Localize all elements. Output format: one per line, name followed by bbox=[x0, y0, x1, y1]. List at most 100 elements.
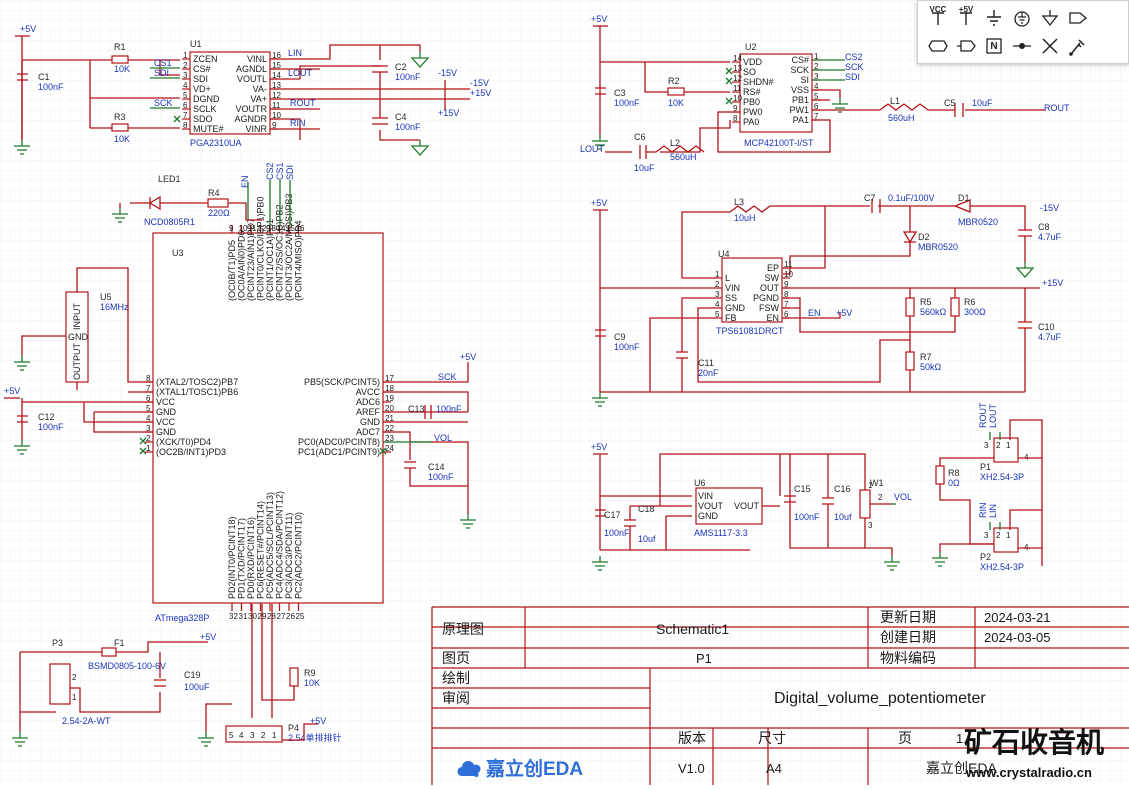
pin-name: PC5(ADC5/SCL/PCINT13) bbox=[265, 492, 275, 599]
netlabel-tool[interactable]: N bbox=[982, 35, 1006, 57]
p4-pin-5: 5 bbox=[229, 731, 234, 740]
p1-body[interactable] bbox=[993, 437, 1019, 463]
p4-body[interactable] bbox=[225, 725, 283, 743]
pin-name: DGND bbox=[193, 94, 220, 104]
earth-ground-tool[interactable] bbox=[1010, 7, 1034, 29]
net-rout-u2: ROUT bbox=[1044, 103, 1070, 113]
net-sck-u3: SCK bbox=[438, 372, 457, 382]
earth-ground-icon bbox=[1014, 11, 1030, 27]
u1-body[interactable] bbox=[189, 51, 271, 135]
pin-name: FSW bbox=[759, 303, 780, 313]
tb-schematic-name[interactable]: Schematic1 bbox=[656, 621, 729, 637]
net-p5v-p4: +5V bbox=[310, 716, 326, 726]
netlabel-icon bbox=[986, 38, 1002, 54]
w1-body[interactable] bbox=[859, 489, 871, 519]
junction-tool[interactable] bbox=[1010, 35, 1034, 57]
pin-name: SO bbox=[743, 67, 756, 77]
r4-ref: R4 bbox=[208, 188, 220, 198]
pin-number: 20 bbox=[385, 404, 394, 413]
u2-ref: U2 bbox=[745, 42, 757, 52]
tb-created-date: 2024-03-05 bbox=[984, 630, 1051, 645]
c10-ref: C10 bbox=[1038, 322, 1055, 332]
u2-body[interactable] bbox=[739, 53, 813, 133]
tb-updated-label: 更新日期 bbox=[880, 609, 936, 625]
c19-ref: C19 bbox=[184, 670, 201, 680]
tb-version-value: V1.0 bbox=[678, 761, 705, 776]
p2-pin-3: 3 bbox=[984, 531, 989, 540]
p4-pin-2: 2 bbox=[261, 731, 266, 740]
pin-number: 18 bbox=[385, 384, 394, 393]
pin-number: 5 bbox=[715, 310, 720, 319]
p3-pin-1: 1 bbox=[72, 693, 77, 702]
net-lin-p2: LIN bbox=[988, 504, 998, 518]
c5-ref: C5 bbox=[944, 98, 956, 108]
net-port-bidir-tool[interactable] bbox=[926, 35, 950, 57]
u3-top-pins: (OC0B/T1)PD59(OC0A/AIN0)PD610(PCINT23/AI… bbox=[227, 193, 305, 301]
u6-body[interactable] bbox=[695, 487, 763, 525]
pin-name: RS# bbox=[743, 87, 761, 97]
pin-number: 13 bbox=[733, 64, 742, 73]
c2-value: 100nF bbox=[395, 72, 421, 82]
p4-pin-1: 1 bbox=[272, 731, 277, 740]
tool-label: VCC bbox=[929, 5, 947, 14]
p3-value: 2.54-2A-WT bbox=[62, 716, 111, 726]
l2-ref: L2 bbox=[670, 138, 680, 148]
pin-name: SHDN# bbox=[743, 77, 774, 87]
plus5v-symbol-tool[interactable]: +5V bbox=[954, 5, 978, 29]
pin-number: 1 bbox=[814, 52, 819, 61]
net-rin: RIN bbox=[290, 118, 306, 128]
net-flag-tool[interactable] bbox=[954, 35, 978, 57]
pin-number: 13 bbox=[272, 81, 281, 90]
p2-ref: P2 bbox=[980, 552, 991, 562]
c6-value: 10uF bbox=[634, 163, 655, 173]
pin-number: 4 bbox=[183, 81, 188, 90]
net-port-tool[interactable] bbox=[1066, 7, 1090, 29]
u3-right-pins: 17PB5(SCK/PCINT5)18AVCC19ADC620AREF21GND… bbox=[298, 374, 394, 457]
pin-name: PD0(RXD/PCINT16) bbox=[246, 517, 256, 599]
u6-ref: U6 bbox=[694, 478, 706, 488]
c13-value: 100nF bbox=[436, 404, 462, 414]
p3-body[interactable] bbox=[49, 663, 71, 705]
p2-body[interactable] bbox=[993, 527, 1019, 553]
signal-ground-tool[interactable] bbox=[1038, 7, 1062, 29]
ground-symbol-tool[interactable] bbox=[982, 7, 1006, 29]
c7-value: 0.1uF/100V bbox=[888, 193, 935, 203]
net-p5v-u4: +5V bbox=[591, 198, 607, 208]
pin-number: 11 bbox=[733, 84, 742, 93]
u3-body[interactable] bbox=[152, 232, 384, 604]
pin-number: 4 bbox=[146, 414, 151, 423]
vcc-symbol-tool[interactable]: VCC bbox=[926, 5, 950, 29]
c5-value: 10uF bbox=[972, 98, 993, 108]
pin-number: 4 bbox=[715, 300, 720, 309]
tb-schematic-label: 原理图 bbox=[442, 621, 484, 637]
pin-number: 11 bbox=[248, 224, 257, 233]
d1-ref: D1 bbox=[958, 193, 970, 203]
r8-ref: R8 bbox=[948, 468, 960, 478]
tb-page-label: 图页 bbox=[442, 650, 470, 666]
net-rout: ROUT bbox=[290, 98, 316, 108]
pin-name: VOUTL bbox=[237, 74, 267, 84]
c14-value: 100nF bbox=[428, 472, 454, 482]
u4-body[interactable] bbox=[721, 257, 783, 323]
pin-name: SS bbox=[725, 293, 737, 303]
u6-pin-vout: VOUT bbox=[698, 501, 724, 511]
pin-number: 14 bbox=[277, 224, 286, 233]
net-cs2-u3: CS2 bbox=[265, 162, 275, 180]
tb-sheet-value: 1 bbox=[956, 731, 963, 746]
tb-page-value: P1 bbox=[696, 651, 712, 666]
vcc-symbol-icon bbox=[932, 12, 944, 25]
u2-part: MCP42100T-I/ST bbox=[744, 138, 814, 148]
pin-number: 10 bbox=[272, 111, 281, 120]
p2-pin-1: 1 bbox=[1006, 531, 1011, 540]
watermark-cn: 矿石收音机 bbox=[964, 726, 1104, 758]
pin-name: SI bbox=[800, 75, 809, 85]
pin-number: 2 bbox=[183, 61, 188, 70]
pin-number: 3 bbox=[146, 424, 151, 433]
r9-ref: R9 bbox=[304, 668, 316, 678]
tb-project-name[interactable]: Digital_volume_potentiometer bbox=[774, 690, 986, 707]
probe-tool[interactable] bbox=[1066, 35, 1090, 57]
pin-number: 15 bbox=[286, 224, 295, 233]
no-connect-tool[interactable] bbox=[1038, 35, 1062, 57]
